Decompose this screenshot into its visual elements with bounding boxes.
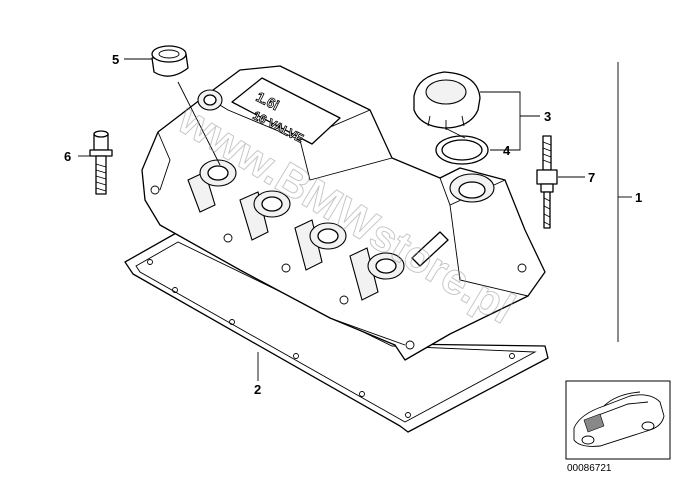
oil-filler-cap [413,71,481,130]
seal-cap [151,45,189,77]
callout-7: 7 [588,170,595,185]
leader-lines [78,58,632,381]
o-ring [435,135,489,165]
stud [536,135,558,229]
callout-6: 6 [64,149,71,164]
diagram-code: 00086721 [567,463,612,474]
callout-2: 2 [254,382,261,397]
vehicle-thumbnail: 00086721 [565,380,671,474]
callout-5: 5 [112,52,119,67]
callout-4: 4 [503,143,511,158]
bolt [89,130,113,195]
callout-1: 1 [635,190,642,205]
valve-cover: 1.6i 16 VALVE [141,65,546,361]
callout-3: 3 [544,109,551,124]
